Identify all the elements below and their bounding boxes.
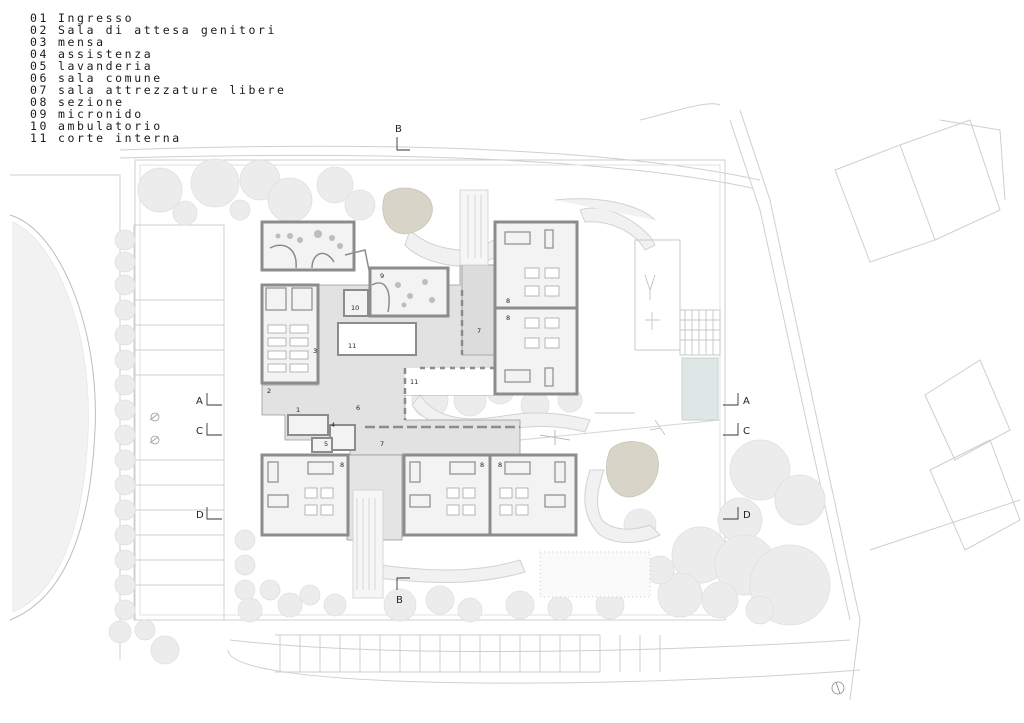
- section-letters: A A C C D D B B: [196, 124, 751, 606]
- section-d-right: D: [743, 510, 751, 521]
- svg-text:8: 8: [340, 461, 344, 469]
- room-sezione-s2: [488, 453, 578, 537]
- ponds: [382, 187, 659, 498]
- svg-text:4: 4: [331, 421, 335, 429]
- room-numbers: 1 2 3 4 5 6 7 7 8 8 8 8 8 9 10 11 11: [267, 272, 510, 469]
- section-a-left: A: [196, 396, 203, 407]
- north-arrow-icon: [831, 681, 845, 695]
- room-micronido: [260, 220, 371, 276]
- svg-text:9: 9: [380, 272, 384, 280]
- section-a-right: A: [743, 396, 750, 407]
- section-b-bottom: B: [396, 595, 403, 606]
- svg-text:11: 11: [348, 342, 356, 350]
- svg-text:1: 1: [296, 406, 300, 414]
- svg-text:10: 10: [351, 304, 359, 312]
- sandpit: [539, 551, 651, 598]
- svg-text:8: 8: [480, 461, 484, 469]
- svg-text:6: 6: [356, 404, 360, 412]
- site-lines: [9, 103, 1021, 701]
- east-play-area: [634, 239, 721, 356]
- room-sezione-ne: [493, 220, 579, 396]
- room-sezione-s1: [402, 453, 492, 537]
- svg-text:11: 11: [410, 378, 418, 386]
- room-sezione-sw: [260, 453, 350, 537]
- svg-text:8: 8: [506, 314, 510, 322]
- room-ambulatorio: [343, 289, 369, 317]
- section-c-right: C: [743, 426, 750, 437]
- section-b-top: B: [395, 124, 402, 135]
- svg-text:8: 8: [506, 297, 510, 305]
- pool: [681, 357, 719, 421]
- svg-text:2: 2: [267, 387, 271, 395]
- svg-text:5: 5: [324, 440, 328, 448]
- parking-symbols: [149, 412, 160, 445]
- wall-ticks: [365, 290, 520, 429]
- section-c-left: C: [196, 426, 203, 437]
- section-d-left: D: [196, 510, 204, 521]
- section-markers: [206, 137, 739, 590]
- room-mensa: [260, 283, 320, 385]
- svg-text:8: 8: [498, 461, 502, 469]
- room-service: [287, 414, 356, 453]
- walkways: [352, 189, 489, 599]
- room-micronido-2: [368, 266, 450, 318]
- svg-text:7: 7: [380, 440, 384, 448]
- svg-text:3: 3: [313, 347, 317, 355]
- svg-text:7: 7: [477, 327, 481, 335]
- courtyard-inner: [337, 322, 417, 356]
